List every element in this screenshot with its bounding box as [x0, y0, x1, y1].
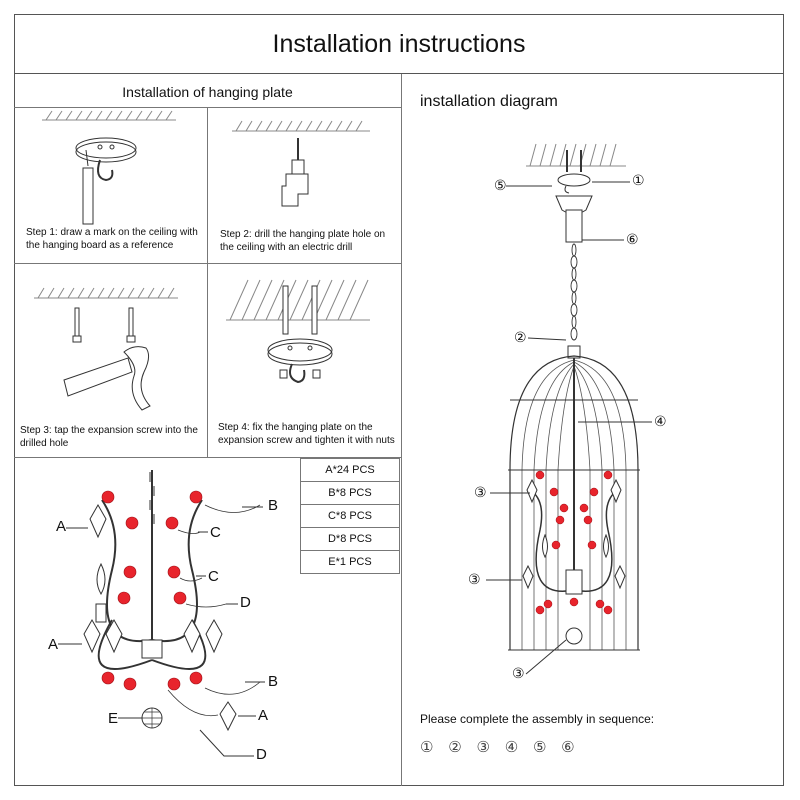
assembly-sequence: ① ② ③ ④ ⑤ ⑥: [420, 738, 585, 756]
column-divider: [401, 74, 402, 786]
callout-3-mid: ③: [468, 572, 481, 588]
sequence-step-4: ④: [504, 738, 519, 756]
diagram-heading: installation diagram: [420, 93, 558, 110]
label-d-2: D: [256, 746, 267, 763]
label-a: A: [56, 518, 67, 535]
step-4-text: Step 4: fix the hanging plate on the exp…: [218, 422, 395, 446]
callout-1: ①: [632, 173, 645, 189]
sequence-step-6: ⑥: [561, 738, 575, 756]
label-e: E: [108, 710, 119, 727]
sequence-step-1: ①: [420, 738, 434, 756]
sequence-step-3: ③: [476, 738, 490, 756]
parts-list-table: A*24 PCS B*8 PCS C*8 PCS D*8 PCS E*1 PCS: [300, 458, 400, 574]
label-a-3: A: [258, 707, 269, 724]
hanging-plate-heading: Installation of hanging plate: [122, 84, 293, 100]
step-1-text: Step 1: draw a mark on the ceiling with …: [26, 227, 198, 251]
label-b-2: B: [268, 673, 279, 690]
instruction-sheet: [14, 14, 784, 786]
label-d: D: [240, 594, 251, 611]
callout-4: ④: [654, 414, 667, 430]
parts-row-e: E*1 PCS: [300, 550, 400, 574]
step-divider-horizontal: [14, 263, 401, 264]
assembly-sequence-note: Please complete the assembly in sequence…: [420, 712, 655, 726]
callout-3-top: ③: [474, 485, 487, 501]
step-divider-vertical: [207, 107, 208, 457]
sequence-step-5: ⑤: [532, 738, 547, 756]
step-2-text: Step 2: drill the hanging plate hole on …: [220, 229, 386, 253]
label-c-2: C: [208, 568, 219, 585]
parts-row-d: D*8 PCS: [300, 527, 400, 551]
step-3-text: Step 3: tap the expansion screw into the…: [20, 425, 198, 449]
sequence-step-2: ②: [448, 738, 462, 756]
callout-6: ⑥: [626, 232, 639, 248]
label-c: C: [210, 524, 221, 541]
steps-bottom-divider: [14, 457, 401, 458]
callout-2: ②: [514, 330, 527, 346]
label-a-2: A: [48, 636, 59, 653]
callout-3-bottom: ③: [512, 666, 525, 682]
label-b: B: [268, 497, 279, 514]
page-title: Installation instructions: [14, 14, 784, 74]
callout-5: ⑤: [494, 178, 507, 194]
